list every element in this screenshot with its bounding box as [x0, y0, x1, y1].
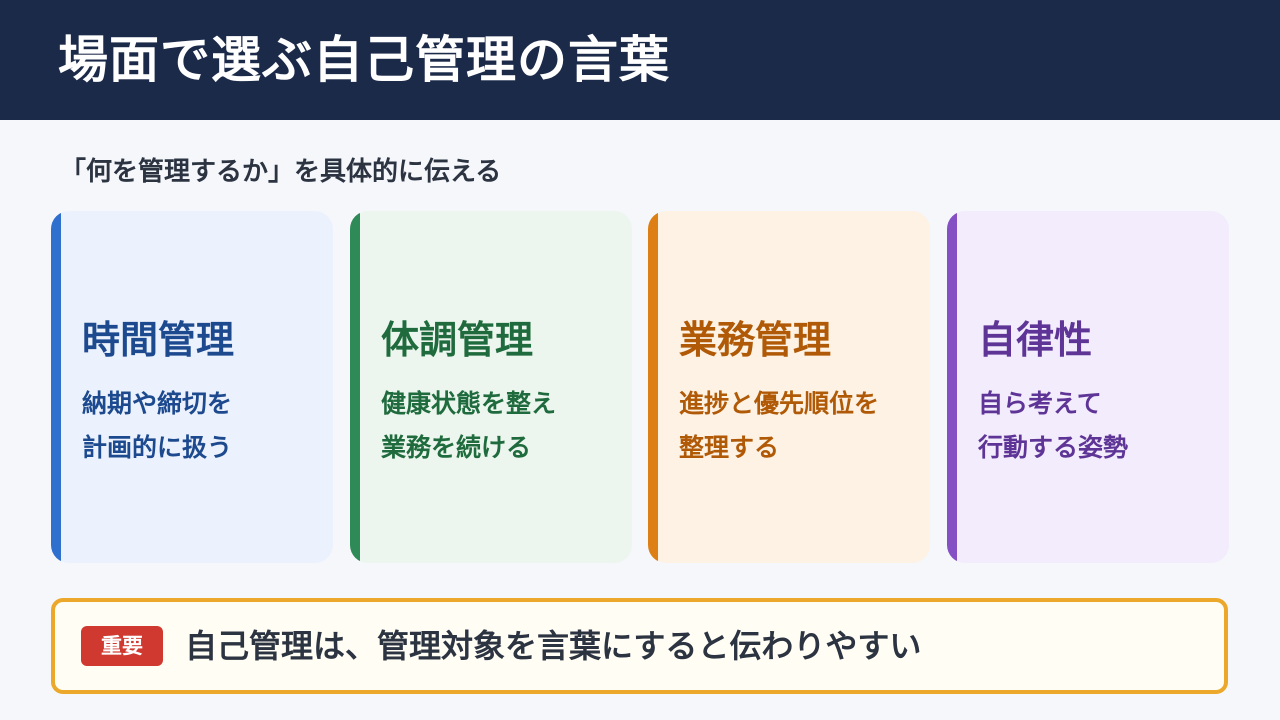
- card-description-line: 納期や締切を: [82, 389, 233, 418]
- card-autonomy: 自律性 自ら考えて 行動する姿勢: [947, 211, 1229, 563]
- card-description: 健康状態を整え 業務を続ける: [381, 382, 556, 470]
- card-title: 時間管理: [82, 318, 235, 362]
- card-description-line: 業務を続ける: [381, 433, 532, 462]
- card-description: 進捗と優先順位を 整理する: [679, 382, 879, 470]
- card-title: 体調管理: [381, 318, 534, 362]
- card-description-line: 進捗と優先順位を: [679, 389, 880, 418]
- card-description-line: 行動する姿勢: [978, 433, 1129, 462]
- important-note-box: 重要 自己管理は、管理対象を言葉にすると伝わりやすい: [51, 598, 1228, 694]
- card-description: 自ら考えて 行動する姿勢: [978, 382, 1128, 470]
- header-bar: 場面で選ぶ自己管理の言葉: [0, 0, 1280, 120]
- card-description-line: 整理する: [679, 433, 780, 462]
- card-title: 業務管理: [679, 318, 832, 362]
- card-time-management: 時間管理 納期や締切を 計画的に扱う: [51, 211, 333, 563]
- card-description-line: 計画的に扱う: [82, 433, 233, 462]
- card-description-line: 自ら考えて: [978, 389, 1102, 418]
- card-title: 自律性: [978, 318, 1093, 362]
- card-description-line: 健康状態を整え: [381, 389, 557, 418]
- card-health-management: 体調管理 健康状態を整え 業務を続ける: [350, 211, 632, 563]
- important-badge: 重要: [81, 626, 163, 666]
- page-title: 場面で選ぶ自己管理の言葉: [58, 31, 670, 89]
- card-task-management: 業務管理 進捗と優先順位を 整理する: [648, 211, 930, 563]
- section-subtitle: 「何を管理するか」を具体的に伝える: [60, 157, 502, 187]
- card-description: 納期や締切を 計画的に扱う: [82, 382, 232, 470]
- important-note-text: 自己管理は、管理対象を言葉にすると伝わりやすい: [185, 627, 922, 665]
